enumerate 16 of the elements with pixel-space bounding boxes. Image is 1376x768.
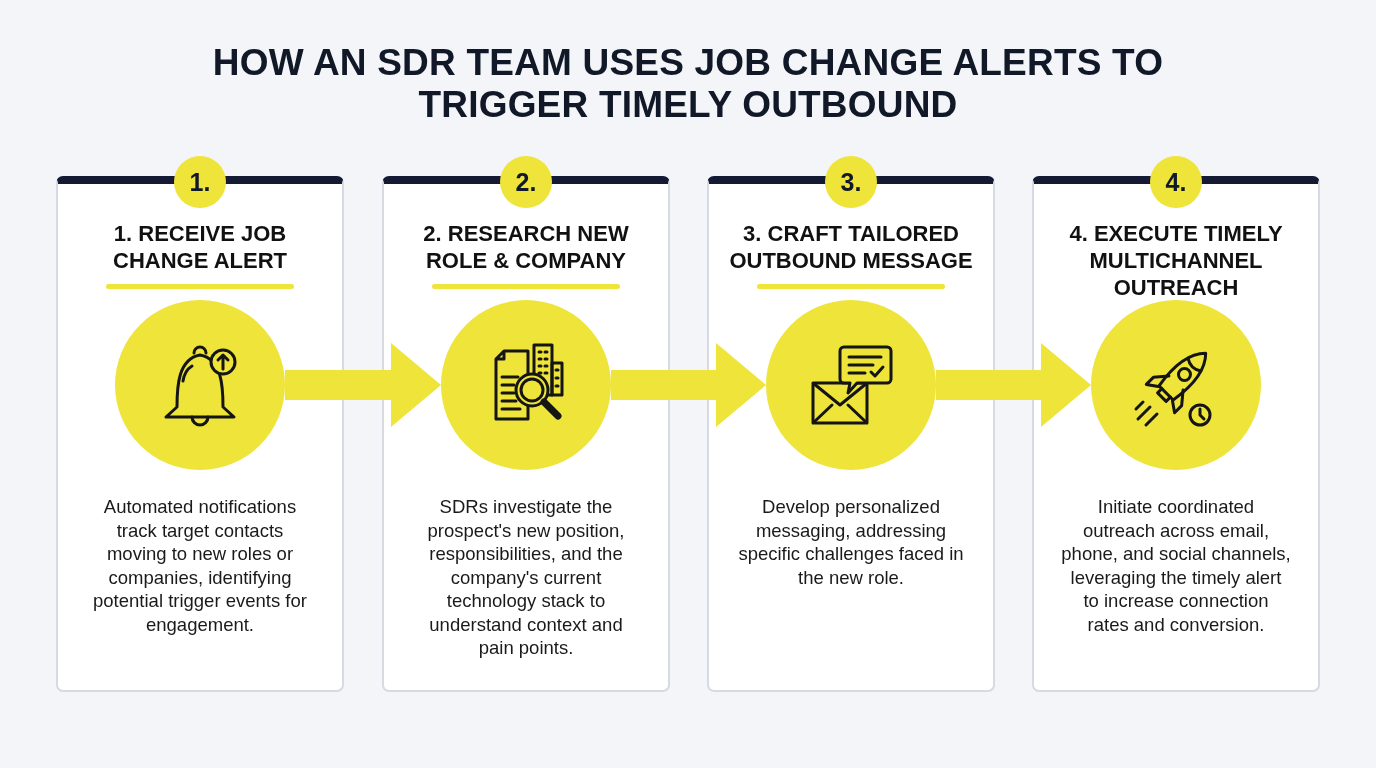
step-description: Automated notifications track target contacts moving to new roles or companies, identifying potential trigger events for engagement. [92, 495, 308, 636]
step-heading: 1. RECEIVE JOB CHANGE ALERT [112, 220, 288, 274]
arrow [611, 343, 766, 427]
step-number-badge: 2. [500, 156, 552, 208]
step-heading: 3. CRAFT TAILORED OUTBOUND MESSAGE [728, 220, 974, 274]
step-number-badge: 4. [1150, 156, 1202, 208]
arrow [936, 343, 1091, 427]
step-description: SDRs investigate the prospect's new position, responsibilities, and the company's current technology stack to understand context and pain points. [426, 495, 626, 660]
step-heading: 4. EXECUTE TIMELY MULTICHANNEL OUTREACH [1068, 220, 1284, 301]
step-number-badge: 3. [825, 156, 877, 208]
arrow [285, 343, 441, 427]
diagram-title: HOW AN SDR TEAM USES JOB CHANGE ALERTS TO TRIGGER TIMELY OUTBOUND [211, 42, 1165, 126]
step-heading: 2. RESEARCH NEW ROLE & COMPANY [422, 220, 630, 274]
step-description: Develop personalized messaging, addressing specific challenges faced in the new role. [737, 495, 965, 589]
step-number-badge: 1. [174, 156, 226, 208]
step-description: Initiate coordinated outreach across email, phone, and social channels, leveraging the timely alert to increase connection rates and conversion. [1061, 495, 1291, 636]
